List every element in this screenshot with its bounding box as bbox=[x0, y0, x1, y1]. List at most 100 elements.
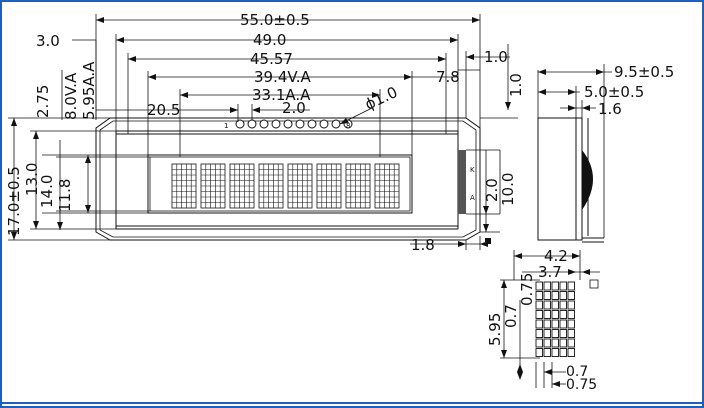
char-dim-5-95: 5.95 bbox=[486, 313, 504, 346]
dim-pin-pitch: 2.0 bbox=[282, 99, 306, 117]
char-cell bbox=[258, 163, 284, 209]
char-dim-0-7-v: 0.7 bbox=[502, 304, 520, 328]
dot bbox=[567, 310, 575, 319]
pin-hole bbox=[295, 119, 305, 129]
pin-hole bbox=[283, 119, 293, 129]
dim-2-75: 2.75 bbox=[34, 85, 52, 118]
dot bbox=[559, 281, 567, 291]
side-view: 9.5±0.5 5.0±0.5 1.6 bbox=[537, 63, 674, 243]
dim-10-0: 10.0 bbox=[499, 173, 517, 206]
char-cell bbox=[374, 163, 400, 209]
pin8-label: 8 bbox=[346, 122, 350, 130]
horizontal-dimensions: 55.0±0.5 49.0 45.57 39.4V.A 33.1A.A bbox=[95, 11, 525, 157]
char-cell bbox=[287, 163, 313, 209]
pin-row bbox=[235, 119, 353, 129]
dot bbox=[543, 281, 551, 291]
char-cell bbox=[200, 163, 226, 209]
char-dim-3-7: 3.7 bbox=[538, 263, 562, 281]
side-dim-1-6: 1.6 bbox=[598, 100, 622, 118]
dot bbox=[535, 291, 543, 300]
dot bbox=[535, 329, 543, 338]
dim-14-0: 14.0 bbox=[38, 175, 56, 208]
dim-33-1-aa: 33.1A.A bbox=[252, 86, 311, 104]
dot bbox=[543, 348, 551, 357]
pin-hole bbox=[331, 119, 341, 129]
pin-hole bbox=[271, 119, 281, 129]
side-dim-5-0: 5.0±0.5 bbox=[584, 83, 644, 101]
dim-overall-width: 55.0±0.5 bbox=[240, 11, 310, 29]
dim-13-0: 13.0 bbox=[23, 163, 41, 196]
dim-49: 49.0 bbox=[253, 31, 286, 49]
dim-11-8: 11.8 bbox=[56, 179, 74, 212]
dot bbox=[551, 300, 559, 310]
dot bbox=[551, 329, 559, 338]
char-dim-0-75-h: 0.75 bbox=[566, 377, 597, 393]
dot bbox=[543, 310, 551, 319]
front-view: K A 1 8 bbox=[95, 117, 481, 241]
dot bbox=[551, 281, 559, 291]
dim-3-0: 3.0 bbox=[36, 32, 60, 50]
dot bbox=[535, 310, 543, 319]
dim-7-8: 7.8 bbox=[436, 68, 460, 86]
dot bbox=[567, 319, 575, 329]
char-cell bbox=[229, 163, 255, 209]
dim-39-4-va: 39.4V.A bbox=[254, 68, 311, 86]
dim-2-0-right: 2.0 bbox=[483, 178, 501, 202]
dot bbox=[567, 291, 575, 300]
dim-1-0-vertical: 1.0 bbox=[507, 73, 525, 97]
side-dim-9-5: 9.5±0.5 bbox=[614, 63, 674, 81]
dot bbox=[543, 319, 551, 329]
dot bbox=[551, 338, 559, 348]
dot bbox=[567, 329, 575, 338]
dot bbox=[551, 348, 559, 357]
side-module-body bbox=[537, 117, 577, 241]
led-a-label: A bbox=[470, 194, 475, 202]
dot bbox=[535, 319, 543, 329]
dot bbox=[535, 348, 543, 357]
dim-8-0-va: 8.0V.A bbox=[62, 72, 80, 120]
dot bbox=[551, 319, 559, 329]
dot bbox=[559, 300, 567, 310]
character-detail: 4.2 3.7 5.95 0.7 0.75 0.7 0.75 bbox=[486, 247, 600, 393]
dot bbox=[551, 291, 559, 300]
led-k-label: K bbox=[470, 166, 475, 174]
dot bbox=[567, 338, 575, 348]
dim-hole: ϕ1.0 bbox=[362, 83, 400, 114]
dot bbox=[543, 291, 551, 300]
dim-20-5: 20.5 bbox=[147, 101, 180, 119]
character-cells bbox=[171, 163, 400, 209]
dim-17-0: 17.0±0.5 bbox=[5, 166, 23, 236]
char-dim-0-7-h: 0.7 bbox=[566, 364, 588, 380]
dot bbox=[535, 300, 543, 310]
dot bbox=[559, 348, 567, 357]
dot bbox=[543, 338, 551, 348]
dot bbox=[535, 281, 543, 291]
pin-hole bbox=[235, 119, 245, 129]
pin1-label: 1 bbox=[224, 122, 228, 130]
dot bbox=[567, 348, 575, 357]
dot bbox=[567, 300, 575, 310]
dot bbox=[543, 300, 551, 310]
dot bbox=[559, 319, 567, 329]
dim-1-8: 1.8 bbox=[411, 236, 435, 254]
dot bbox=[543, 329, 551, 338]
dot bbox=[559, 329, 567, 338]
pin-hole bbox=[319, 119, 329, 129]
char-cell bbox=[316, 163, 342, 209]
viewing-area bbox=[147, 154, 413, 214]
pin-hole bbox=[307, 119, 317, 129]
right-dimensions: 2.0 10.0 1.8 bbox=[410, 149, 517, 254]
pin-hole bbox=[259, 119, 269, 129]
dot bbox=[535, 338, 543, 348]
char-dim-0-75-v: 0.75 bbox=[518, 273, 536, 306]
char-cell bbox=[345, 163, 371, 209]
dot bbox=[567, 281, 575, 291]
char-cell bbox=[171, 163, 197, 209]
dot bbox=[559, 291, 567, 300]
dim-1-0-top: 1.0 bbox=[484, 48, 508, 66]
backlight-strip bbox=[458, 150, 466, 214]
dot bbox=[551, 310, 559, 319]
char-dim-4-2: 4.2 bbox=[544, 247, 568, 265]
